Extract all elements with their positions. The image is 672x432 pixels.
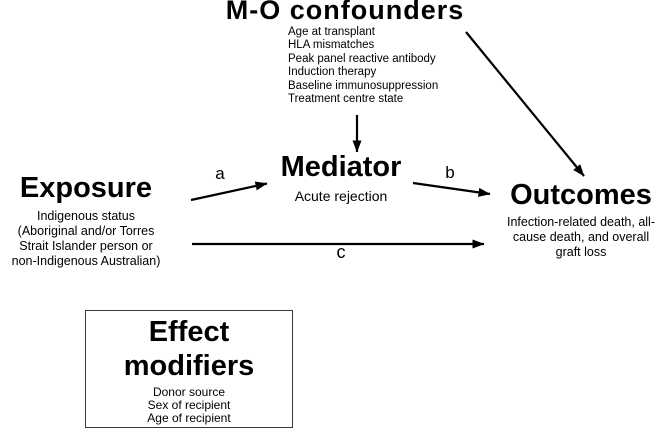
exposure-description-line: non-Indigenous Australian) bbox=[11, 254, 161, 268]
confounders-item: Peak panel reactive antibody bbox=[288, 52, 436, 65]
path-label-b: b bbox=[445, 163, 455, 182]
exposure-description-line: Indigenous status bbox=[37, 209, 135, 223]
effect-modifiers-list: Donor source Sex of recipient Age of rec… bbox=[86, 386, 292, 425]
mediator-node: Mediator Acute rejection bbox=[251, 153, 431, 204]
outcomes-description-line: graft loss bbox=[555, 245, 607, 259]
confounders-item: HLA mismatches bbox=[288, 39, 375, 52]
arrow-confounders-to-outcomes bbox=[465, 31, 585, 177]
path-label-a: a bbox=[215, 164, 225, 183]
confounders-item: Age at transplant bbox=[288, 26, 375, 38]
exposure-node: Exposure Indigenous status (Aboriginal a… bbox=[0, 174, 172, 269]
effect-modifiers-item: Sex of recipient bbox=[147, 398, 231, 412]
confounders-item: Baseline immunosuppression bbox=[288, 79, 439, 92]
outcomes-title: Outcomes bbox=[510, 179, 652, 211]
effect-modifiers-item: Donor source bbox=[152, 385, 226, 399]
confounders-item: Induction therapy bbox=[288, 66, 377, 79]
confounders-item: Treatment centre state bbox=[288, 93, 404, 106]
outcomes-node: Outcomes Infection-related death, all- c… bbox=[494, 181, 668, 260]
exposure-description: Indigenous status (Aboriginal and/or Tor… bbox=[0, 209, 172, 269]
effect-modifiers-item: Age of recipient bbox=[147, 411, 231, 425]
path-label-c: c bbox=[336, 242, 346, 262]
confounders-list: Age at transplant HLA mismatches Peak pa… bbox=[288, 26, 438, 106]
confounders-title: M-O confounders bbox=[225, 0, 465, 25]
exposure-description-line: (Aboriginal and/or Torres bbox=[17, 224, 155, 238]
exposure-description-line: Strait Islander person or bbox=[19, 239, 153, 253]
mediator-title: Mediator bbox=[280, 151, 402, 183]
outcomes-description-line: cause death, and overall bbox=[512, 230, 650, 244]
effect-modifiers-title: Effect modifiers bbox=[123, 316, 255, 382]
outcomes-description-line: Infection-related death, all- bbox=[506, 215, 655, 229]
effect-modifiers-box: Effect modifiers Donor source Sex of rec… bbox=[85, 310, 293, 428]
outcomes-description: Infection-related death, all- cause deat… bbox=[494, 215, 668, 260]
exposure-title: Exposure bbox=[19, 172, 153, 204]
mediator-subtitle: Acute rejection bbox=[294, 188, 388, 204]
